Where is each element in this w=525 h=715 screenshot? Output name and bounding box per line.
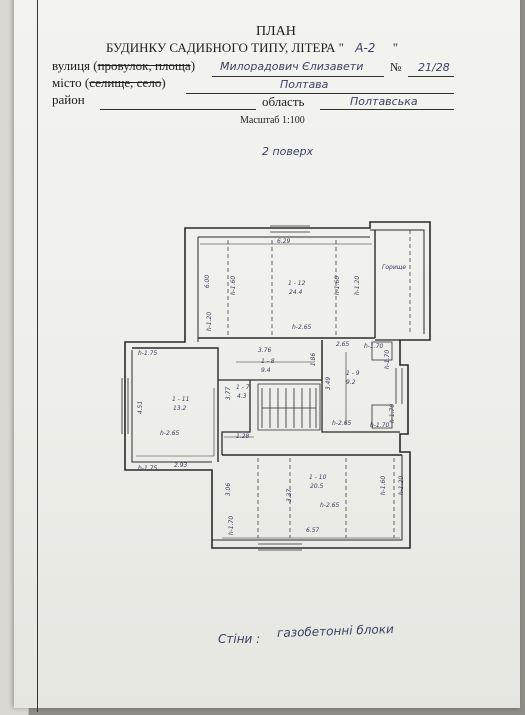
plan-title: ПЛАН: [256, 24, 296, 39]
region-fill-line: [320, 109, 454, 110]
city-fill-line: [186, 93, 454, 94]
dim-629: 6.29: [277, 238, 291, 245]
wall-room9: [321, 340, 400, 433]
dim-376: 3.76: [258, 347, 272, 354]
room-7-area: 4.3: [237, 393, 247, 400]
dim-600: 6.00: [204, 274, 212, 289]
region-label: область: [262, 94, 305, 109]
room-8-area: 9.4: [261, 367, 271, 374]
subtitle-text: БУДИНКУ САДИБНОГО ТИПУ, ЛІТЕРА ": [106, 40, 344, 55]
dim-306: 3.06: [225, 482, 233, 497]
wall-room7: [221, 380, 251, 455]
height-label: h-2.65: [160, 430, 180, 437]
room-8-id: 1 - 8: [261, 358, 275, 365]
height-label: h-1.20: [398, 475, 406, 496]
district-fill-line: [100, 109, 256, 110]
closet-top: [371, 341, 393, 361]
height-label: h-1.70: [384, 349, 392, 370]
room-7-id: 1 - 7: [236, 384, 250, 391]
dim-128: 1.28: [236, 433, 250, 440]
wall-room11: [132, 347, 219, 462]
street-fill-line: [212, 76, 384, 77]
street-close: ): [190, 58, 196, 73]
dim-337: 3.37: [286, 488, 294, 503]
room-12-area: 24.4: [289, 289, 303, 296]
height-label: h-1.70: [370, 422, 390, 429]
city-strike: селище, село: [89, 75, 162, 90]
plan-outer-outline: [124, 221, 431, 549]
window-right: [395, 368, 403, 404]
walls-label: Стіни :: [218, 632, 261, 646]
room-12-id: 1 - 12: [288, 280, 306, 287]
room-9-area: 9.2: [346, 379, 356, 386]
district-label: район: [52, 92, 85, 107]
closet-bottom: [371, 404, 393, 429]
dimension-lines: [136, 243, 400, 539]
height-label: h-1.60: [334, 275, 342, 296]
dim-451: 4.51: [137, 400, 145, 415]
dim-657: 6.57: [306, 527, 320, 534]
room-9-id: 1 - 9: [346, 370, 360, 377]
city-label-text: місто (: [52, 75, 90, 90]
dim-186: 1.86: [310, 352, 318, 367]
street-label-text: вулиця (: [52, 58, 98, 73]
floor-plan: [121, 221, 431, 551]
subtitle-quote: ": [392, 40, 398, 55]
street-value: Милорадович Єлизавети: [220, 60, 364, 73]
room-10-area: 20.5: [310, 483, 324, 490]
number-fill-line: [408, 76, 454, 77]
height-label: h-1.75: [138, 465, 158, 472]
window-top: [270, 225, 310, 238]
dim-265a: 2.65: [336, 341, 350, 348]
room-11-area: 13.2: [173, 405, 187, 412]
city-label: місто (селище, село): [52, 75, 166, 91]
height-label: h-1.70: [389, 403, 397, 424]
litera-value: А-2: [355, 41, 376, 55]
stairs: [257, 383, 321, 431]
plan-subtitle: БУДИНКУ САДИБНОГО ТИПУ, ЛІТЕРА " А-2 ": [106, 40, 398, 56]
window-bottom: [258, 543, 302, 551]
height-label: h-1.20: [354, 275, 362, 296]
height-label: h-2.65: [332, 420, 352, 427]
city-value: Полтава: [280, 78, 329, 91]
document-sheet: [14, 0, 520, 708]
height-label: h-1.75: [138, 350, 158, 357]
frame-border: [37, 0, 38, 712]
number-label: №: [390, 60, 402, 74]
window-left: [121, 378, 129, 434]
dim-377: 3.77: [225, 386, 233, 401]
height-label: h-1.70: [228, 515, 236, 536]
height-label: h-1.60: [380, 475, 388, 496]
dim-349: 3.49: [325, 376, 333, 391]
region-value: Полтавська: [350, 95, 418, 108]
street-label: вулиця (провулок, площа): [52, 58, 195, 74]
scale-label: Масштаб 1:100: [240, 115, 305, 126]
height-label: h-1.20: [206, 311, 214, 332]
room-10-id: 1 - 10: [309, 474, 327, 481]
city-close: ): [161, 75, 166, 90]
street-strike: провулок, площа: [97, 58, 191, 73]
wall-room12-bottom: [198, 230, 376, 339]
floor-label: 2 поверх: [262, 145, 314, 158]
height-label: h-2.65: [320, 502, 340, 509]
height-label: h-1.70: [364, 343, 384, 350]
dim-293: 2.93: [174, 462, 188, 469]
room-11-id: 1 - 11: [172, 396, 190, 403]
number-value: 21/28: [418, 61, 450, 74]
attic-label: Горище: [382, 264, 407, 271]
height-label: h-1.60: [230, 275, 238, 296]
height-label: h-2.65: [292, 324, 312, 331]
